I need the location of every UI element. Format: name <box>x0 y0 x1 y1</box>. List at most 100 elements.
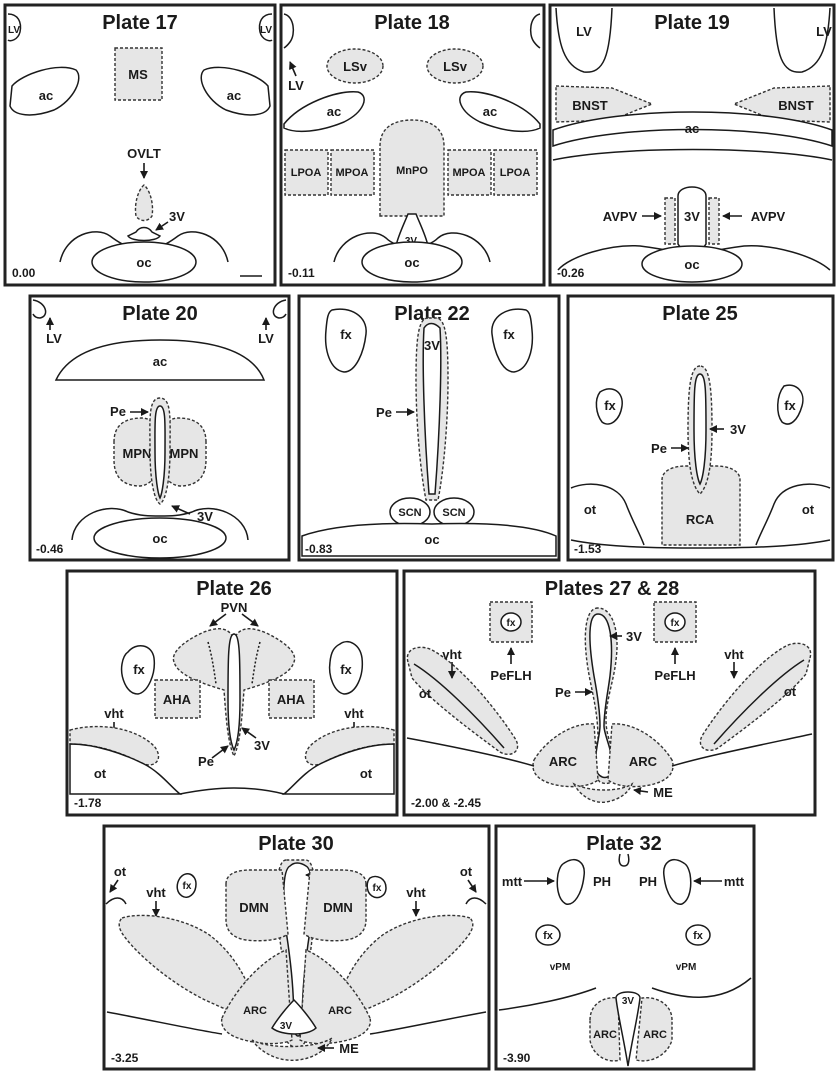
scn-label: SCN <box>398 507 421 519</box>
arc-label: ARC <box>328 1005 352 1017</box>
pe-label: Pe <box>110 404 126 419</box>
plate-title: Plate 30 <box>258 833 334 855</box>
arc-label: ARC <box>549 754 578 769</box>
plate-title: Plate 25 <box>662 303 738 325</box>
fx-label: fx <box>507 618 516 629</box>
pefl-label: PeFLH <box>654 668 695 683</box>
ac-label: ac <box>227 88 241 103</box>
fx-label: fx <box>671 618 680 629</box>
third-ventricle <box>694 374 706 484</box>
dmn-label: DMN <box>323 900 353 915</box>
plate-32: Plate 32 mtt mtt PH PH fx fx vPM vPM ARC… <box>496 826 754 1069</box>
v3-label: 3V <box>730 422 746 437</box>
plate-title: Plate 18 <box>374 12 450 34</box>
arc-label: ARC <box>593 1029 617 1041</box>
fx-label: fx <box>543 930 554 942</box>
plate-coordinate: -1.53 <box>574 542 602 556</box>
lv-label: LV <box>260 25 272 36</box>
dmn-label: DMN <box>239 900 269 915</box>
ot-label: ot <box>360 766 373 781</box>
plate-title: Plates 27 & 28 <box>545 578 680 600</box>
ot-label: ot <box>802 502 815 517</box>
plate-17: Plate 17 LV LV MS ac ac OVLT 3V oc 0.00 <box>5 5 275 285</box>
oc-label: oc <box>424 532 439 547</box>
plate-25: Plate 25 fx fx RCA 3V Pe ot ot -1.53 <box>568 296 833 560</box>
scn-label: SCN <box>442 507 465 519</box>
fx-label: fx <box>784 398 796 413</box>
plate-title: Plate 19 <box>654 12 730 34</box>
plate-22: Plate 22 fx fx 3V Pe SCN SCN oc -0.83 <box>299 296 559 560</box>
vpm-label: vPM <box>676 962 697 973</box>
ot-label: ot <box>114 864 127 879</box>
rca-label: RCA <box>686 512 715 527</box>
vht-label: vht <box>724 647 744 662</box>
oc-label: oc <box>404 255 419 270</box>
ph-label: PH <box>639 874 657 889</box>
avpv-region-right <box>709 198 719 244</box>
ac-label: ac <box>327 104 341 119</box>
plate-30: Plate 30 Pe DMN DMN fx fx ot ot vht vht … <box>104 826 489 1069</box>
vht-label: vht <box>146 885 166 900</box>
vht-label: vht <box>344 706 364 721</box>
ot-label: ot <box>784 684 797 699</box>
ovlt-label: OVLT <box>127 146 161 161</box>
bnst-label: BNST <box>572 98 607 113</box>
plate-20: Plate 20 LV LV ac MPN MPN Pe 3V oc -0.46 <box>30 296 289 560</box>
plate-26: Plate 26 PVN fx fx AHA AHA vht vht ot ot… <box>67 571 397 815</box>
plate-coordinate: -0.83 <box>305 542 333 556</box>
arc-label: ARC <box>629 754 658 769</box>
lv-label: LV <box>258 331 274 346</box>
plate-title: Plate 26 <box>196 578 272 600</box>
ms-label: MS <box>128 67 148 82</box>
fx-label: fx <box>340 662 352 677</box>
plate-coordinate: 0.00 <box>12 266 36 280</box>
lv-label: LV <box>816 24 832 39</box>
ot-label: ot <box>584 502 597 517</box>
plate-title: Plate 20 <box>122 303 198 325</box>
ot-label: ot <box>94 766 107 781</box>
ac-label: ac <box>39 88 53 103</box>
lpoa-label: LPOA <box>500 167 531 179</box>
avpv-label: AVPV <box>603 209 638 224</box>
ac-label: ac <box>685 121 699 136</box>
plate-coordinate: -0.26 <box>557 266 585 280</box>
mpoa-label: MPOA <box>453 167 486 179</box>
arc-label: ARC <box>643 1029 667 1041</box>
plate-27-28: Plates 27 & 28 fx PeFLH fx PeFLH 3V Pe A… <box>404 571 815 815</box>
pe-label: Pe <box>376 405 392 420</box>
oc-label: oc <box>152 531 167 546</box>
aha-label: AHA <box>163 692 192 707</box>
ac-label: ac <box>153 354 167 369</box>
plate-coordinate: -2.00 & -2.45 <box>411 796 481 810</box>
oc-label: oc <box>136 255 151 270</box>
plate-coordinate: -0.46 <box>36 542 64 556</box>
ph-label: PH <box>593 874 611 889</box>
v3-label: 3V <box>684 209 700 224</box>
v3-label: 3V <box>254 738 270 753</box>
plate-title: Plate 17 <box>102 12 178 34</box>
mnpo-label: MnPO <box>396 165 428 177</box>
mtt-label: mtt <box>724 874 745 889</box>
lsv-label: LSv <box>443 59 468 74</box>
plate-coordinate: -3.25 <box>111 1051 139 1065</box>
mtt-label: mtt <box>502 874 523 889</box>
fx-label: fx <box>604 398 616 413</box>
plate-coordinate: -0.11 <box>288 266 315 280</box>
aha-label: AHA <box>277 692 306 707</box>
ot-label: ot <box>460 864 473 879</box>
vht-label: vht <box>406 885 426 900</box>
pe-label: Pe <box>555 685 571 700</box>
mpoa-label: MPOA <box>336 167 369 179</box>
fx-label: fx <box>503 327 515 342</box>
v3-label: 3V <box>280 1021 293 1032</box>
vht-label: vht <box>104 706 124 721</box>
fx-label: fx <box>133 662 145 677</box>
ot-label: ot <box>419 686 432 701</box>
v3-label: 3V <box>169 209 185 224</box>
avpv-label: AVPV <box>751 209 786 224</box>
oc-label: oc <box>684 257 699 272</box>
pvn-label: PVN <box>221 600 248 615</box>
bnst-label: BNST <box>778 98 813 113</box>
v3-label: 3V <box>424 338 440 353</box>
